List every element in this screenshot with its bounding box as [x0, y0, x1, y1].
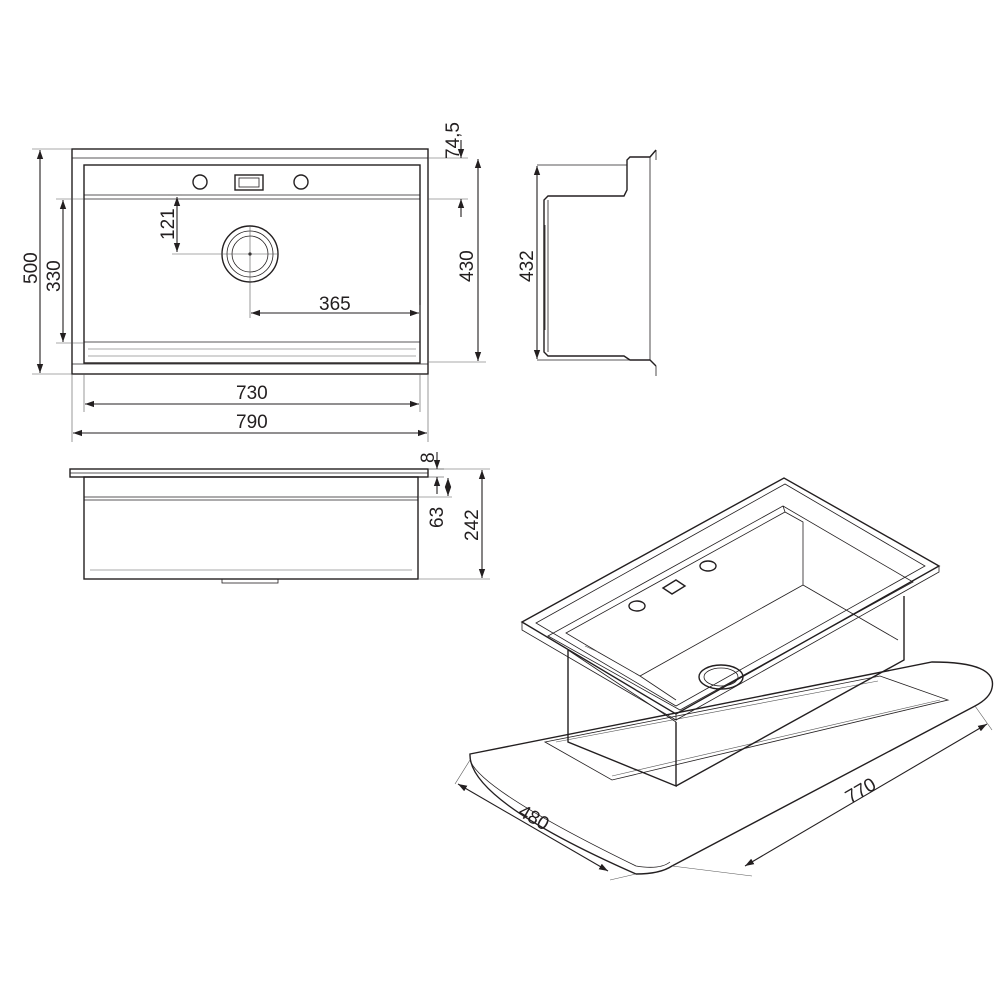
dim-drain-offset-y-label: 121	[158, 208, 179, 240]
worktop-cutout	[469, 661, 994, 875]
front-view-bowl	[83, 476, 419, 580]
front-view: 8 63 242	[69, 452, 490, 584]
dim-right-depth-label: 430	[457, 250, 478, 282]
tap-hole-left-icon	[192, 174, 208, 190]
isometric-view: 770 480	[454, 477, 994, 881]
dim-cutout-width-label: 770	[842, 774, 880, 808]
dim-inner-depth-label: 330	[44, 260, 65, 292]
dim-bowl-depth-label: 242	[462, 509, 483, 541]
dim-inner-width-label: 730	[236, 383, 268, 404]
top-view: 74,5 430 500 330 121 365 730 790	[21, 122, 486, 442]
dim-top-depth-label: 74,5	[443, 122, 464, 159]
iso-control-icon	[661, 579, 687, 595]
dim-drain-offset-x-label: 365	[319, 294, 351, 315]
overflow-control-icon	[234, 174, 264, 191]
top-view-outer-rim	[71, 148, 429, 375]
iso-tap-hole-right-icon	[699, 560, 717, 572]
dim-side-height-label: 432	[517, 250, 538, 282]
isometric-sink	[520, 477, 941, 788]
dim-rim-height-label: 8	[418, 452, 439, 463]
dim-outer-width-label: 790	[236, 412, 268, 433]
iso-tap-hole-left-icon	[628, 600, 646, 612]
dim-shelf-depth-label: 63	[427, 507, 448, 528]
iso-drain-icon	[698, 664, 744, 690]
front-view-drain-icon	[221, 578, 279, 584]
tap-hole-right-icon	[293, 174, 309, 190]
side-view: 432	[517, 149, 657, 376]
dim-outer-depth-label: 500	[21, 252, 42, 284]
top-view-bowl	[83, 164, 421, 364]
